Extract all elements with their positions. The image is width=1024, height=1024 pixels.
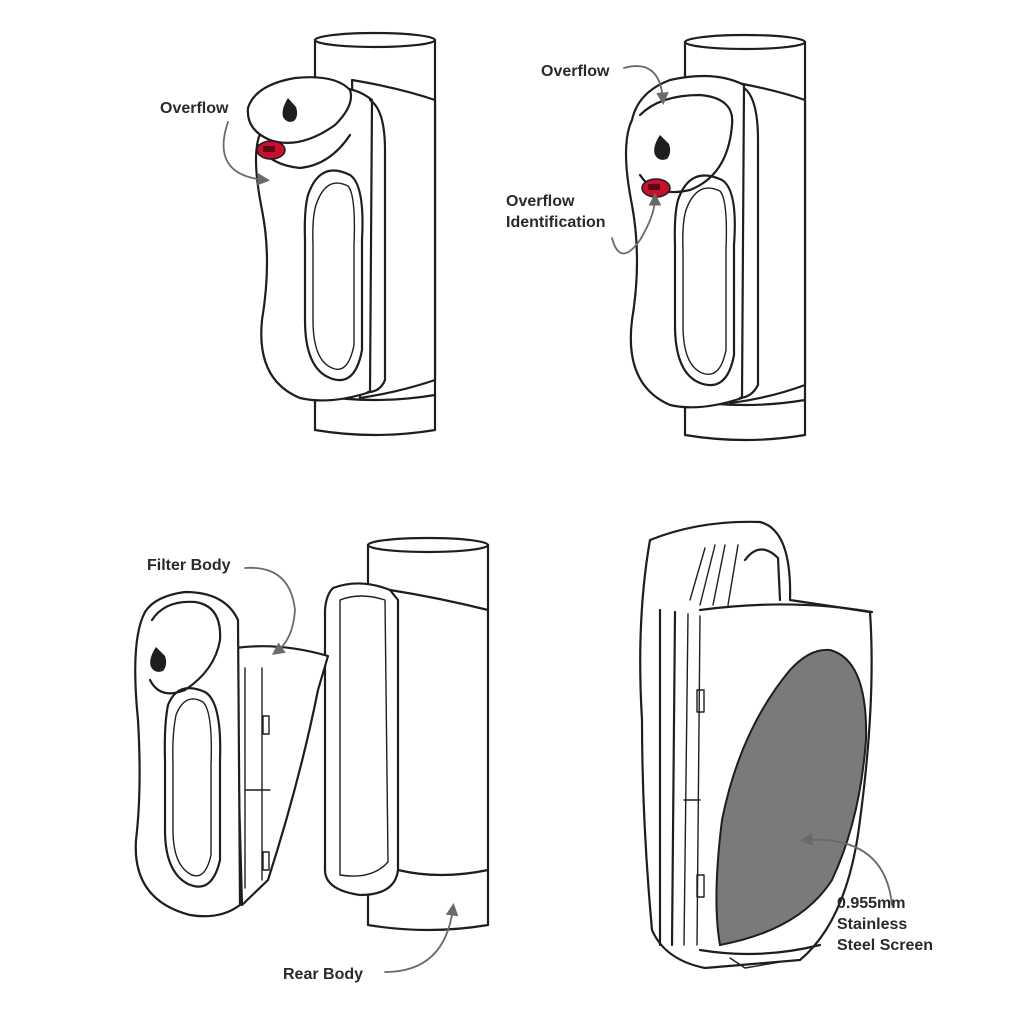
stainless-steel-screen [715, 648, 868, 947]
unit-exploded [134, 536, 490, 932]
label-overflow-identification-line2: Identification [506, 214, 606, 231]
leader-screen [799, 833, 893, 906]
leader-rear-body [384, 902, 459, 973]
label-overflow-identification-line1: Overflow [506, 193, 575, 210]
label-overflow-1: Overflow [160, 100, 229, 117]
label-screen-line3: Steel Screen [837, 937, 934, 954]
label-overflow-2: Overflow [541, 63, 610, 80]
label-screen: 0.955mm Stainless Steel Screen [837, 893, 933, 956]
label-screen-line2: Stainless [837, 916, 908, 933]
label-overflow-identification: Overflow Identification [506, 191, 606, 233]
leader-overflow-identification [611, 192, 662, 255]
label-screen-line1: 0.955mm [837, 895, 906, 912]
unit-lid-open [246, 31, 437, 437]
leader-filter-body [244, 566, 296, 655]
leader-overflow-1 [222, 121, 271, 186]
label-filter-body: Filter Body [147, 557, 231, 574]
unit-cutaway [639, 520, 874, 970]
unit-closed [624, 33, 807, 442]
label-rear-body: Rear Body [283, 966, 364, 983]
leader-overflow-2 [623, 65, 669, 106]
